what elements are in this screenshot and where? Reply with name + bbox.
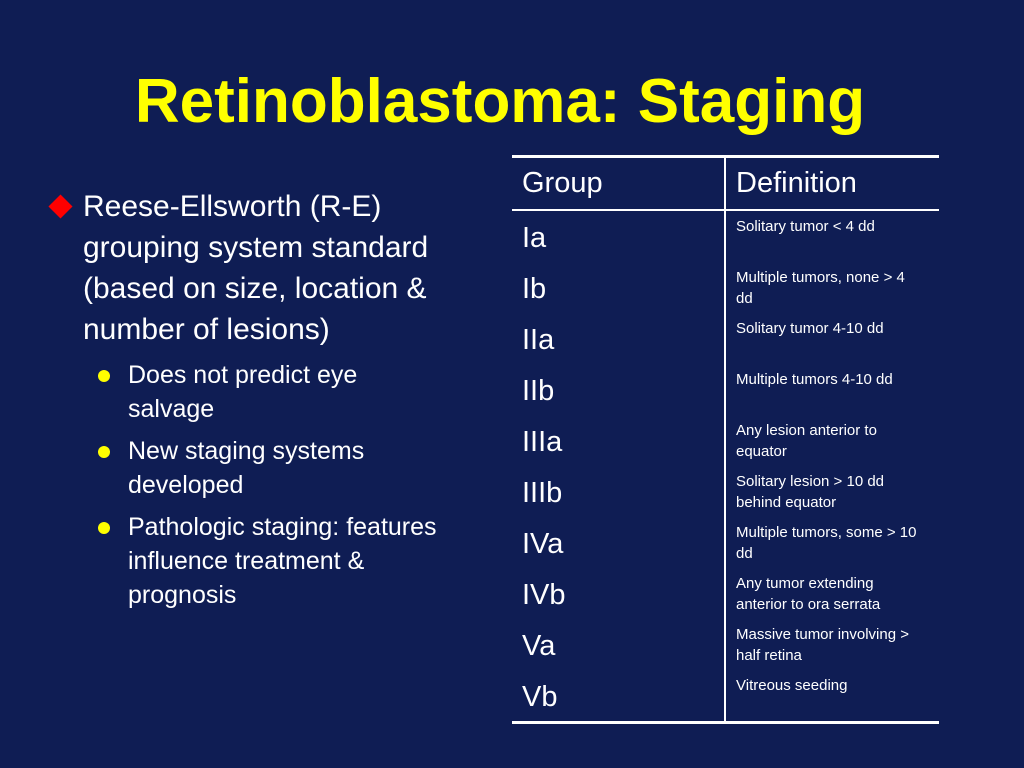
group-cell: IIb bbox=[512, 364, 726, 415]
staging-table: Group Definition Ia Solitary tumor < 4 d… bbox=[512, 155, 939, 724]
table-row: IIa Solitary tumor 4-10 dd bbox=[512, 313, 939, 364]
group-cell: IIIa bbox=[512, 415, 726, 466]
main-bullet: Reese-Ellsworth (R-E) grouping system st… bbox=[44, 186, 484, 350]
header-group: Group bbox=[512, 155, 726, 211]
definition-cell: Vitreous seeding bbox=[725, 670, 939, 724]
definition-cell: Multiple tumors 4-10 dd bbox=[736, 371, 893, 388]
staging-table-container: Group Definition Ia Solitary tumor < 4 d… bbox=[512, 155, 939, 724]
main-bullet-text: Reese-Ellsworth (R-E) grouping system st… bbox=[83, 190, 429, 346]
group-cell: Va bbox=[512, 619, 726, 670]
definition-cell: Multiple tumors, some > 10 dd bbox=[736, 524, 917, 562]
group-cell: IVb bbox=[512, 568, 726, 619]
sub-bullet-text: New staging systems developed bbox=[128, 437, 365, 499]
yellow-dot-bullet-icon bbox=[98, 370, 110, 382]
sub-bullet-item: New staging systems developed bbox=[44, 434, 448, 502]
sub-bullet-text: Does not predict eye salvage bbox=[128, 361, 358, 423]
sub-bullet-list: Does not predict eye salvage New staging… bbox=[44, 358, 484, 612]
group-cell: Vb bbox=[512, 670, 726, 724]
group-cell: IIa bbox=[512, 313, 726, 364]
definition-cell: Multiple tumors, none > 4 dd bbox=[736, 269, 905, 307]
yellow-dot-bullet-icon bbox=[98, 522, 110, 534]
red-diamond-bullet-icon bbox=[48, 194, 73, 219]
definition-cell: Solitary tumor 4-10 dd bbox=[736, 320, 884, 337]
definition-cell: Any tumor extending anterior to ora serr… bbox=[736, 575, 881, 613]
definition-cell: Solitary lesion > 10 dd behind equator bbox=[736, 473, 885, 511]
sub-bullet-item: Pathologic staging: features influence t… bbox=[44, 510, 448, 612]
definition-cell: Any lesion anterior to equator bbox=[736, 422, 877, 460]
group-cell: Ib bbox=[512, 262, 726, 313]
table-row: IIIb Solitary lesion > 10 dd behind equa… bbox=[512, 466, 939, 517]
yellow-dot-bullet-icon bbox=[98, 446, 110, 458]
definition-cell: Solitary tumor < 4 dd bbox=[736, 218, 875, 235]
group-cell: Ia bbox=[512, 210, 726, 262]
table-row: IVb Any tumor extending anterior to ora … bbox=[512, 568, 939, 619]
sub-bullet-item: Does not predict eye salvage bbox=[44, 358, 448, 426]
slide-title: Retinoblastoma: Staging bbox=[134, 67, 866, 136]
table-header-row: Group Definition bbox=[512, 155, 939, 211]
table-row: IVa Multiple tumors, some > 10 dd bbox=[512, 517, 939, 568]
group-cell: IIIb bbox=[512, 466, 726, 517]
header-definition: Definition bbox=[725, 155, 939, 211]
table-row: Va Massive tumor involving > half retina bbox=[512, 619, 939, 670]
definition-cell: Massive tumor involving > half retina bbox=[736, 626, 909, 664]
sub-bullet-text: Pathologic staging: features influence t… bbox=[128, 513, 437, 609]
group-cell: IVa bbox=[512, 517, 726, 568]
bullet-content: Reese-Ellsworth (R-E) grouping system st… bbox=[44, 186, 484, 620]
table-row: IIIa Any lesion anterior to equator bbox=[512, 415, 939, 466]
table-row: Ib Multiple tumors, none > 4 dd bbox=[512, 262, 939, 313]
table-row: Vb Vitreous seeding bbox=[512, 670, 939, 724]
table-row: IIb Multiple tumors 4-10 dd bbox=[512, 364, 939, 415]
table-row: Ia Solitary tumor < 4 dd bbox=[512, 210, 939, 262]
